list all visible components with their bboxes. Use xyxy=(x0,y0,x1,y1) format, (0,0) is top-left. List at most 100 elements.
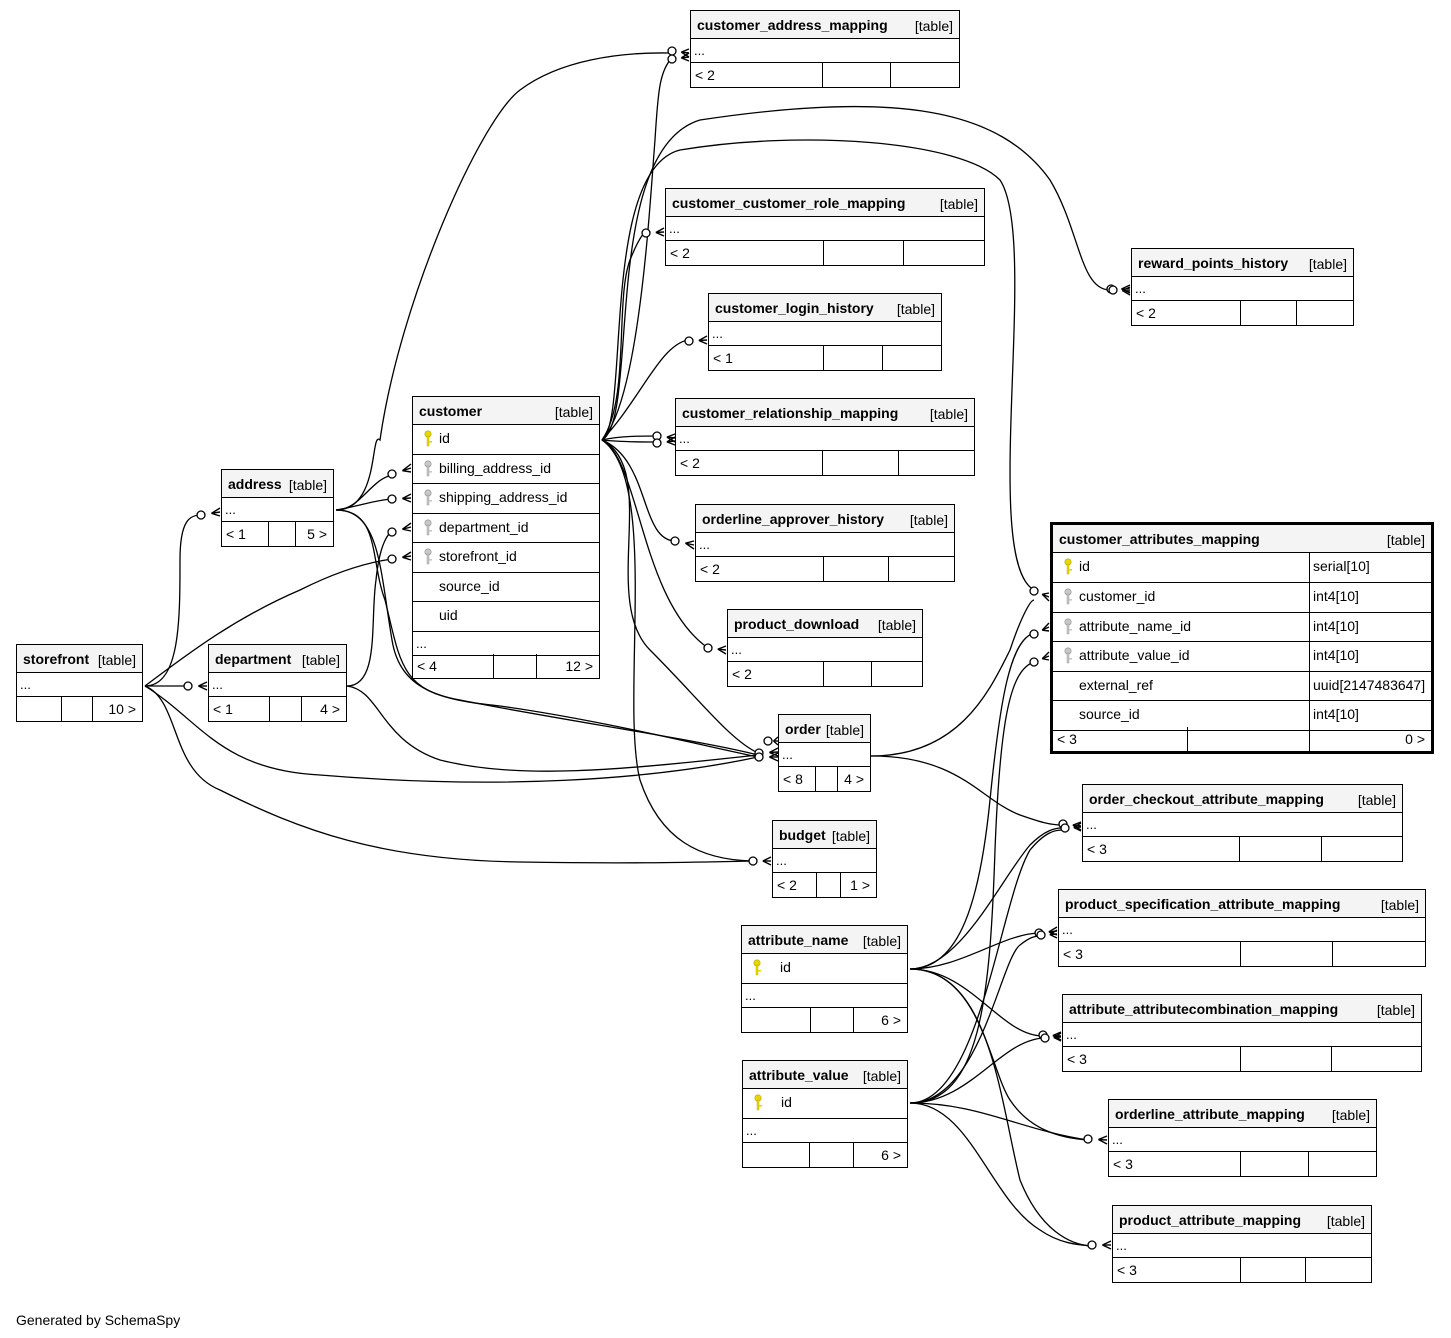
table-name: order_checkout_attribute_mapping xyxy=(1089,791,1324,807)
table-customer-login-history[interactable]: customer_login_history [table] ... < 1 xyxy=(708,293,942,371)
parent-count: < 1 xyxy=(226,526,246,542)
column-row[interactable]: storefront_id xyxy=(413,543,599,573)
table-name: customer_attributes_mapping xyxy=(1059,531,1260,547)
table-product-download[interactable]: product_download [table] ... < 2 xyxy=(727,609,923,687)
rel-storefront-address xyxy=(144,514,202,687)
column-row[interactable]: id xyxy=(742,954,907,984)
rel-attrname-attrcomb xyxy=(909,968,1043,1037)
table-type: [table] xyxy=(929,406,968,422)
rel-customer-attributes-mapping xyxy=(601,139,1035,591)
ellipsis-row: ... xyxy=(17,673,142,697)
ellipsis-row: ... xyxy=(743,1119,907,1143)
table-header: address [table] xyxy=(222,470,333,498)
table-attribute-attributecombination-mapping[interactable]: attribute_attributecombination_mapping [… xyxy=(1062,994,1422,1072)
column-row[interactable]: attribute_value_id int4[10] xyxy=(1053,642,1431,672)
table-type: [table] xyxy=(1386,532,1425,548)
crows-foot-marker xyxy=(1040,1032,1062,1043)
table-name: customer_login_history xyxy=(715,300,874,316)
foreign-key-icon xyxy=(1064,647,1072,664)
column-name: id xyxy=(1079,558,1090,574)
table-footer: < 3 xyxy=(1083,837,1402,861)
table-reward-points-history[interactable]: reward_points_history [table] ... < 2 xyxy=(1131,248,1354,326)
table-name: order xyxy=(785,721,821,737)
table-type: [table] xyxy=(1380,897,1419,913)
table-customer-address-mapping[interactable]: customer_address_mapping [table] ... < 2 xyxy=(690,10,960,88)
column-name: id xyxy=(780,959,791,975)
table-address[interactable]: address [table] ... < 1 5 > xyxy=(221,469,334,547)
ellipsis: ... xyxy=(712,326,723,341)
table-customer-relationship-mapping[interactable]: customer_relationship_mapping [table] ..… xyxy=(675,398,975,476)
crows-foot-marker xyxy=(1087,1240,1112,1250)
table-order-checkout-attribute-mapping[interactable]: order_checkout_attribute_mapping [table]… xyxy=(1082,784,1403,862)
table-header: customer_relationship_mapping [table] xyxy=(676,399,974,427)
child-count: 6 > xyxy=(881,1012,901,1028)
column-row[interactable]: uid xyxy=(413,602,599,632)
column-row[interactable]: source_id xyxy=(413,573,599,602)
table-footer: < 1 xyxy=(709,346,941,370)
table-name: product_download xyxy=(734,616,860,632)
table-name: orderline_approver_history xyxy=(702,511,885,527)
primary-key-icon xyxy=(1064,558,1072,575)
child-count: 4 > xyxy=(320,701,340,717)
column-row[interactable]: source_id int4[10] xyxy=(1053,701,1431,731)
table-header: customer_attributes_mapping [table] xyxy=(1053,525,1431,553)
column-name: source_id xyxy=(1079,706,1140,722)
table-name: attribute_attributecombination_mapping xyxy=(1069,1001,1339,1017)
crows-foot-marker xyxy=(748,856,772,866)
table-attribute-value[interactable]: attribute_value [table] id ... 6 > xyxy=(742,1060,908,1168)
column-row[interactable]: shipping_address_id xyxy=(413,484,599,514)
crows-foot-marker xyxy=(763,736,779,746)
crows-foot-marker xyxy=(670,536,695,550)
column-row[interactable]: id xyxy=(413,425,599,455)
column-name: id xyxy=(781,1094,792,1110)
table-header: product_attribute_mapping [table] xyxy=(1113,1206,1371,1234)
ellipsis-row: ... xyxy=(666,217,984,241)
ellipsis: ... xyxy=(694,43,705,58)
column-row[interactable]: external_ref uuid[2147483647] xyxy=(1053,672,1431,701)
rel-customer-login-history xyxy=(601,339,689,441)
table-header: department [table] xyxy=(209,645,346,673)
column-row[interactable]: billing_address_id xyxy=(413,455,599,484)
column-row[interactable]: attribute_name_id int4[10] xyxy=(1053,613,1431,642)
table-type: [table] xyxy=(896,301,935,317)
table-storefront[interactable]: storefront [table] ... 10 > xyxy=(16,644,143,722)
table-name: customer_relationship_mapping xyxy=(682,405,899,421)
crows-foot-marker xyxy=(1036,929,1058,940)
ellipsis-row: ... xyxy=(1059,918,1425,942)
parent-count: < 3 xyxy=(1117,1262,1137,1278)
table-type: [table] xyxy=(97,652,136,668)
column-row[interactable]: customer_id int4[10] xyxy=(1053,583,1431,613)
table-customer-customer-role-mapping[interactable]: customer_customer_role_mapping [table] .… xyxy=(665,188,985,266)
table-orderline-approver-history[interactable]: orderline_approver_history [table] ... <… xyxy=(695,504,955,582)
ellipsis: ... xyxy=(1112,1132,1123,1147)
ellipsis-row: ... xyxy=(696,533,954,557)
table-footer: < 2 xyxy=(696,557,954,581)
table-product-attribute-mapping[interactable]: product_attribute_mapping [table] ... < … xyxy=(1112,1205,1372,1283)
table-footer: < 1 4 > xyxy=(209,697,346,721)
ellipsis-row: ... xyxy=(1132,277,1353,301)
rel-attrname-order-checkout xyxy=(909,827,1063,970)
table-customer-attributes-mapping[interactable]: customer_attributes_mapping [table] id s… xyxy=(1050,522,1434,754)
table-name: orderline_attribute_mapping xyxy=(1115,1106,1305,1122)
table-product-specification-attribute-mapping[interactable]: product_specification_attribute_mapping … xyxy=(1058,889,1426,967)
crows-foot-marker xyxy=(667,52,690,64)
ellipsis: ... xyxy=(416,636,427,651)
rel-attrvalue-orderline-attr xyxy=(909,1102,1089,1141)
table-footer: < 3 xyxy=(1113,1258,1371,1282)
table-attribute-name[interactable]: attribute_name [table] id ... 6 > xyxy=(741,925,908,1033)
ellipsis: ... xyxy=(1116,1238,1127,1253)
crows-foot-marker xyxy=(1060,822,1082,833)
table-department[interactable]: department [table] ... < 1 4 > xyxy=(208,644,347,722)
column-name: department_id xyxy=(439,519,529,535)
crows-foot-marker xyxy=(684,335,708,346)
column-row[interactable]: id serial[10] xyxy=(1053,553,1431,583)
table-order[interactable]: order [table] ... < 8 4 > xyxy=(778,714,871,792)
table-customer[interactable]: customer [table] id billing_address_id s… xyxy=(412,396,600,679)
column-row[interactable]: id xyxy=(743,1089,907,1119)
ellipsis-row: ... xyxy=(209,673,346,697)
table-footer: < 2 xyxy=(728,662,922,686)
table-budget[interactable]: budget [table] ... < 2 1 > xyxy=(772,820,877,898)
column-row[interactable]: department_id xyxy=(413,514,599,543)
table-orderline-attribute-mapping[interactable]: orderline_attribute_mapping [table] ... … xyxy=(1108,1099,1377,1177)
table-name: attribute_value xyxy=(749,1067,849,1083)
